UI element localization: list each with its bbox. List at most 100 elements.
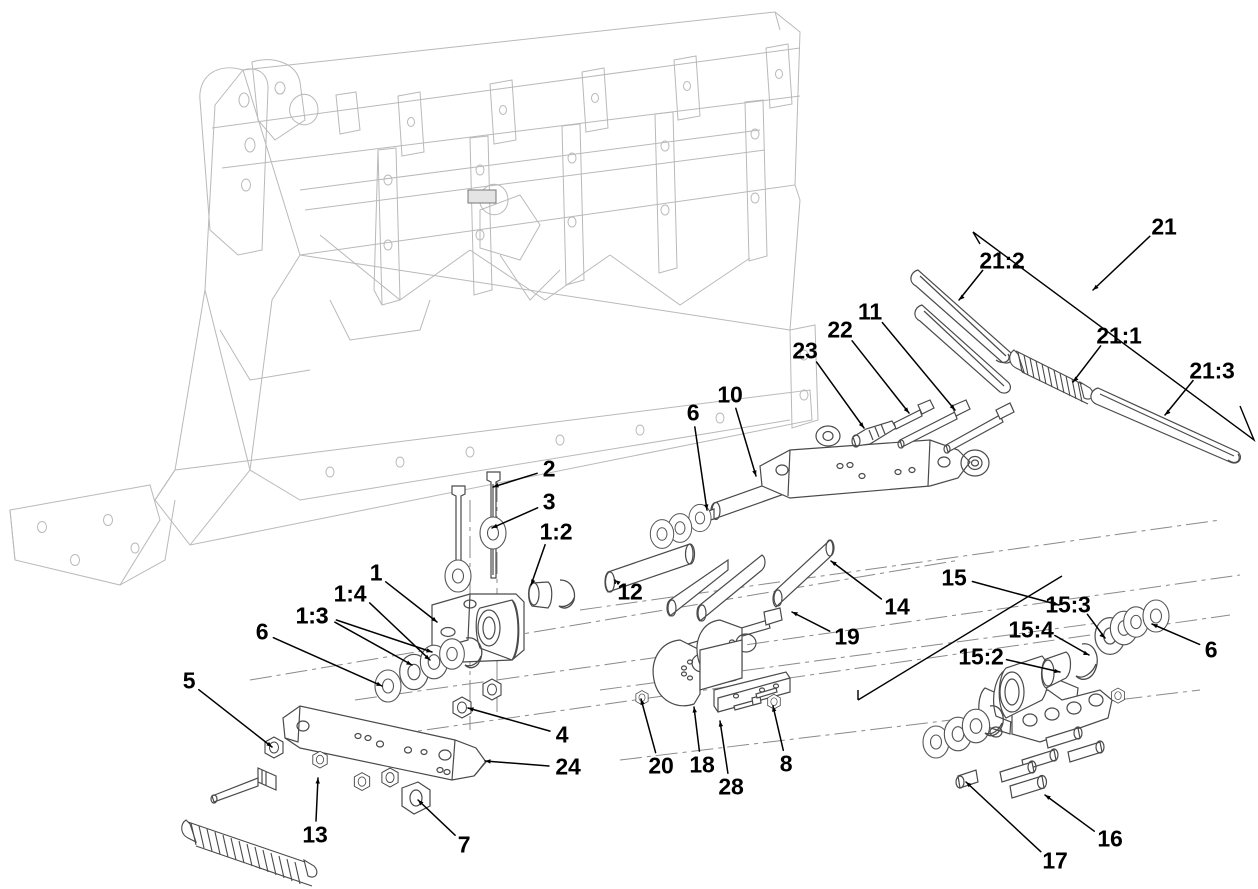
part-sleeve-pin-left (210, 767, 277, 804)
leader-16 (1044, 794, 1096, 832)
part-screw-8 (733, 687, 778, 711)
callout-label-5: 5 (182, 667, 196, 694)
part-washer-6 (374, 669, 402, 703)
part-upper-link-arm (759, 425, 990, 499)
leader-7 (417, 799, 456, 836)
leader-21-3 (1164, 379, 1194, 416)
part-disc-bracket-18 (652, 619, 757, 707)
leader-6 (1151, 623, 1201, 646)
part-bolt-2b (451, 485, 466, 569)
leader-1-3 (335, 619, 433, 653)
part-spacer-tube-14 (772, 539, 835, 608)
leader-1 (384, 581, 438, 623)
leader-20 (640, 698, 657, 754)
part-snapring-15-4 (1075, 643, 1098, 680)
callout-label-24: 24 (555, 753, 581, 780)
leader-1-2 (530, 543, 546, 586)
arrowhead-1-3 (426, 648, 432, 653)
part-washer-stack-b (649, 519, 675, 549)
arrowhead-21-3 (1165, 409, 1171, 415)
callout-label-18: 18 (689, 751, 715, 778)
callout-label-7: 7 (457, 831, 471, 858)
leader-10 (735, 407, 757, 477)
part-locknut-4b (482, 678, 502, 701)
leader-11 (881, 321, 956, 411)
bracket-21-corner (972, 231, 981, 245)
arrowhead-5 (266, 741, 272, 747)
arrowhead-17 (966, 782, 972, 788)
arrowhead-18 (692, 707, 697, 713)
leader-15-2 (1005, 658, 1061, 673)
leader-6 (694, 426, 708, 511)
callout-label-20: 20 (648, 752, 674, 779)
callout-label-1-4: 1:4 (333, 580, 367, 607)
reference-frame-structure (9, 11, 819, 586)
arrowhead-19 (792, 612, 798, 617)
part-coil-spring-21-1 (1009, 349, 1094, 405)
arrowhead-4 (468, 707, 474, 712)
arrowhead-1 (431, 616, 437, 622)
leader-23 (815, 361, 865, 429)
arrowhead-22 (903, 407, 909, 413)
arrowhead-23 (858, 422, 864, 428)
callout-label-3: 3 (542, 488, 556, 515)
arrowhead-15-4 (1083, 650, 1089, 655)
callout-label-15: 15 (941, 564, 967, 591)
arrowhead-21 (1093, 284, 1099, 290)
leader-3 (491, 507, 539, 529)
part-bolt-22 (893, 399, 935, 430)
exploded-components (181, 269, 1242, 887)
callout-label-15-4: 15:4 (1008, 616, 1054, 643)
callout-label-10: 10 (717, 381, 743, 408)
part-spacer-tube-12 (604, 543, 696, 593)
leader-22 (851, 340, 910, 414)
arrowhead-15-2 (1054, 668, 1060, 674)
callout-label-2: 2 (542, 455, 556, 482)
callout-label-28: 28 (718, 773, 744, 800)
bracket-21 (972, 231, 1256, 443)
callout-label-13: 13 (302, 821, 328, 848)
callout-label-4: 4 (555, 721, 569, 748)
leader-1-4 (368, 602, 431, 661)
arrowhead-10 (752, 470, 757, 476)
callout-label-15-3: 15:3 (1045, 591, 1091, 618)
callout-label-16: 16 (1097, 825, 1123, 852)
arrowhead-1-4 (424, 654, 430, 660)
part-nut-7 (401, 781, 431, 815)
leader-21-1 (1072, 345, 1102, 383)
leader-13 (315, 777, 319, 822)
arrowhead-6 (704, 504, 709, 510)
arrowhead-13 (315, 778, 320, 784)
part-spring-rod-21-3 (1090, 387, 1242, 464)
callout-label-1-3: 1:3 (295, 602, 329, 629)
arrowhead-12 (615, 580, 621, 586)
callout-label-22: 22 (827, 316, 853, 343)
arrowhead-24 (485, 759, 491, 764)
part-nut-5 (264, 736, 284, 759)
part-bolt-11b (943, 402, 1015, 454)
arrowhead-28 (718, 721, 724, 727)
part-washer-3 (479, 516, 507, 550)
part-spring-rod-21-2b (914, 304, 1012, 394)
part-locknut-13c (381, 767, 399, 788)
part-snapring-1-4 (464, 637, 483, 669)
leader-21-2 (958, 269, 984, 301)
callout-label-21: 21 (1151, 213, 1177, 240)
callout-label-14: 14 (884, 593, 910, 620)
arrowhead-16 (1045, 795, 1051, 800)
callout-label-11: 11 (858, 298, 882, 325)
callout-label-8: 8 (779, 750, 793, 777)
arrowhead-1-3 (406, 660, 412, 665)
arrowhead-6 (1152, 624, 1158, 629)
part-bolt-11a (897, 399, 971, 449)
callout-label-12: 12 (617, 578, 643, 605)
callout-label-6: 6 (1204, 636, 1218, 663)
leader-18 (693, 706, 701, 752)
arrowhead-20 (640, 699, 645, 705)
callout-label-6: 6 (255, 618, 269, 645)
part-coil-spring-lower (181, 819, 318, 887)
arrowhead-7 (418, 800, 424, 806)
callout-label-19: 19 (834, 623, 860, 650)
part-washer-3b (444, 559, 472, 593)
leader-17 (965, 781, 1042, 853)
